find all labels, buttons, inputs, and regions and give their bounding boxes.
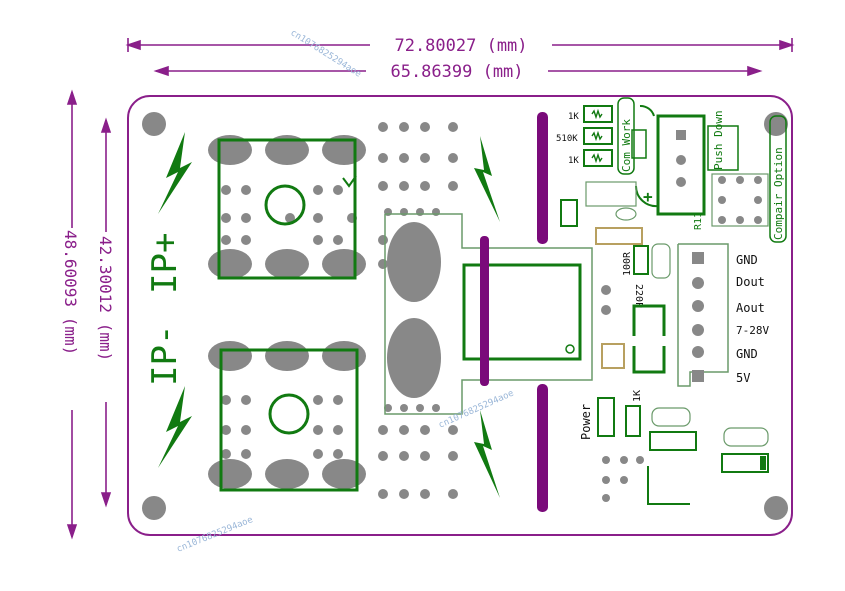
isolation-slot-bottom [537, 384, 548, 512]
c220p-label: 220P [633, 284, 644, 308]
compair-option-label: Compair Option [772, 147, 785, 240]
pin-label: Aout [736, 301, 765, 315]
push-down-label: Push Down [712, 110, 725, 170]
com-work-label: Com Work [620, 119, 633, 172]
ip-plus-label: IP+ [145, 233, 185, 294]
power-resistor-label: 1K [632, 390, 643, 402]
power-label: Power [579, 404, 593, 440]
lightning-icon [474, 410, 500, 498]
dim-inner-width-label: 65.86399 (mm) [390, 62, 523, 82]
isolation-slot-top [537, 112, 548, 244]
r100-label: 100R [622, 251, 633, 276]
lightning-icon [158, 386, 192, 468]
trimmer-r11: R11 [656, 114, 706, 230]
dim-inner-height-label: 42.30012 (mm) [96, 236, 115, 361]
pin-label: GND [736, 253, 758, 267]
ip-minus-label: IP- [145, 325, 185, 386]
mounting-hole [764, 496, 788, 520]
dim-outer-width-label: 72.80027 (mm) [394, 36, 527, 56]
watermark: cn1076825294aoe [437, 389, 515, 431]
mounting-hole [142, 112, 166, 136]
mounting-hole [142, 496, 166, 520]
connector-pin [692, 346, 704, 358]
terminal-block-bottom [208, 341, 366, 492]
connector-pin-labels: GND Dout Aout 7-28V GND 5V [736, 253, 769, 385]
output-connector [677, 243, 729, 387]
board-outline [127, 95, 793, 536]
connector-pin [692, 370, 704, 382]
r-510k-label: 510K [556, 134, 578, 144]
isolation-slot [480, 236, 489, 386]
connector-pin [692, 300, 704, 312]
plus-sign: + [643, 187, 653, 206]
resistor-array: 1K 510K 1K [556, 105, 613, 167]
connector-pin [692, 324, 704, 336]
pin-label: Dout [736, 275, 765, 289]
small-vias [602, 456, 644, 502]
sensor-ic [384, 213, 593, 415]
terminal-block-top [208, 135, 366, 280]
dip-header [711, 173, 769, 227]
lightning-icon [474, 136, 500, 222]
led-footprint [631, 129, 647, 159]
watermark: cn1076825294aoe [288, 28, 362, 80]
via-grid [378, 122, 458, 499]
power-resistor [625, 405, 641, 437]
resistor-small [560, 199, 578, 227]
connector-pin [692, 252, 704, 264]
pin-label: 7-28V [736, 324, 769, 337]
connector-pin [692, 277, 704, 289]
lightning-icon [158, 132, 192, 214]
r-1k-label: 1K [568, 112, 579, 122]
power-led [597, 397, 615, 437]
r11-label: R11 [693, 212, 704, 230]
lightning-bolts [158, 132, 500, 498]
mounting-holes [142, 112, 788, 520]
r-1k-label: 1K [568, 156, 579, 166]
dim-outer-height-label: 48.60093 (mm) [61, 230, 80, 355]
pin-label: 5V [736, 371, 750, 385]
pin-label: GND [736, 347, 758, 361]
